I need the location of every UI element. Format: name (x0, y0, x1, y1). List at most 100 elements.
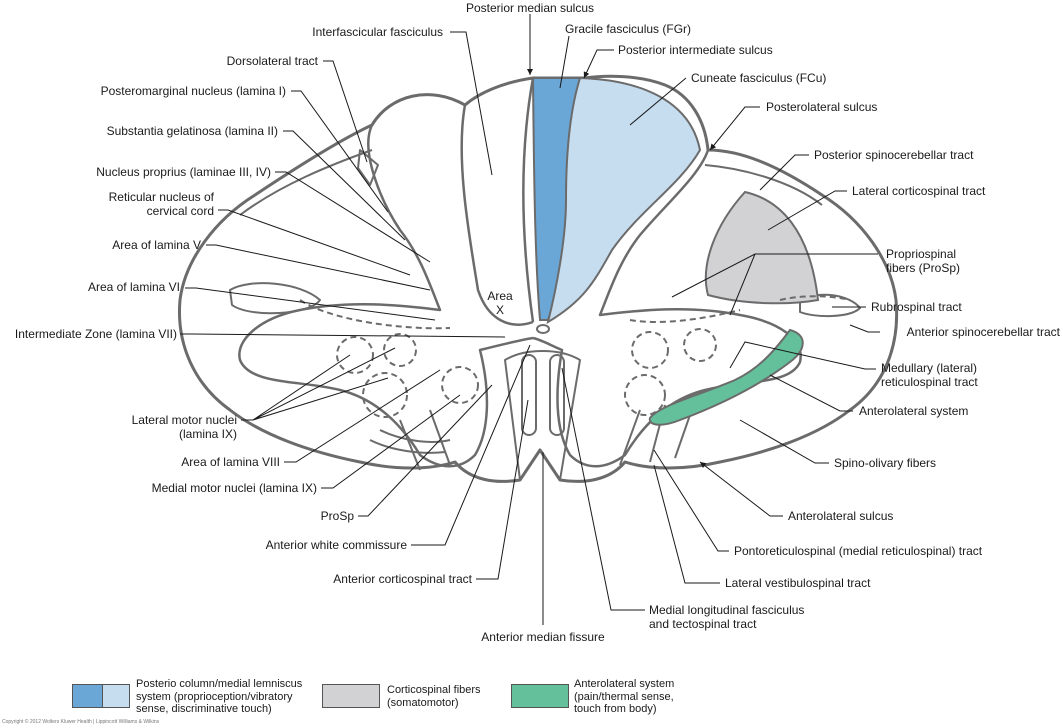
legend-corticospinal-line1: Corticospinal fibers (387, 684, 481, 696)
label-nucleus-proprius: Nucleus proprius (laminae III, IV) (96, 165, 271, 179)
label-lateral-vestibulospinal-tract: Lateral vestibulospinal tract (725, 576, 871, 590)
label-medullary-reticulospinal-line1: Medullary (lateral) (881, 361, 977, 375)
left-dorsolateral-wedge (357, 149, 379, 186)
label-gracile-fasciculus: Gracile fasciculus (FGr) (565, 22, 691, 36)
left-gray-matter (238, 124, 534, 468)
left-dorsal-horn-boundary (460, 104, 534, 326)
leader-posteromarginal (291, 90, 389, 213)
label-lateral-motor-nuclei-line2: (lamina IX) (179, 427, 237, 441)
leader-lateral-corticospinal (767, 190, 847, 231)
label-medial-motor-nuclei: Medial motor nuclei (lamina IX) (152, 481, 317, 495)
anterior-corticospinal-bundle-right (549, 354, 565, 436)
label-anterior-median-fissure: Anterior median fissure (481, 630, 605, 644)
leader-gracile (559, 35, 570, 89)
label-dorsolateral-tract: Dorsolateral tract (227, 54, 319, 68)
label-intermediate-zone: Intermediate Zone (lamina VII) (15, 327, 177, 341)
labels: Posterior median sulcus Interfascicular … (15, 1, 1061, 644)
legend-corticospinal: Corticospinal fibers (somatomotor) (387, 684, 481, 709)
label-propriospinal-line1: Propriospinal (886, 247, 956, 261)
label-anterolateral-system: Anterolateral system (859, 404, 968, 418)
legend-swatch-posterior-column-dark (72, 684, 104, 708)
leader-mlf (561, 367, 645, 611)
leader-interfascicular (450, 31, 493, 176)
leader-anterolateral-sulcus (699, 461, 783, 517)
leader-lines (180, 14, 880, 625)
label-propriospinal-line2: fibers (ProSp) (886, 261, 960, 275)
label-anterolateral-sulcus: Anterolateral sulcus (788, 509, 893, 523)
leader-lateral-vestibulospinal (653, 464, 720, 584)
label-posterolateral-sulcus: Posterolateral sulcus (766, 100, 877, 114)
leader-dorsolateral (323, 60, 368, 163)
leader-medial-motor-nuclei (321, 394, 461, 489)
legend-anterolateral-line1: Anterolateral system (574, 678, 675, 690)
left-lateral-funiculus-line (239, 149, 373, 216)
anterior-corticospinal-bundle-left (521, 354, 537, 436)
label-reticular-nucleus-line1: Reticular nucleus of (109, 190, 215, 204)
label-anterior-corticospinal-tract: Anterior corticospinal tract (333, 572, 472, 586)
label-area-lamina-vi: Area of lamina VI (88, 280, 180, 294)
label-mlf-line2: and tectospinal tract (649, 617, 757, 631)
label-area-lamina-viii: Area of lamina VIII (181, 455, 280, 469)
legend-corticospinal-line2: (somatomotor) (387, 696, 459, 709)
label-rubrospinal-tract: Rubrospinal tract (871, 300, 962, 314)
label-medullary-reticulospinal-line2: reticulospinal tract (881, 375, 978, 389)
posterior-median-septum (522, 77, 535, 323)
leader-nucleus-proprius (275, 171, 431, 263)
central-canal (536, 324, 550, 334)
legend-swatch-posterior-column-light (102, 684, 130, 708)
leader-reticular-nucleus (218, 209, 411, 276)
leader-pontoreticulospinal (653, 449, 729, 552)
label-spino-olivary-fibers: Spino-olivary fibers (834, 456, 936, 470)
label-pontoreticulospinal-tract: Pontoreticulospinal (medial reticulospin… (734, 544, 983, 558)
cord-outline (177, 74, 899, 483)
label-area-lamina-v: Area of lamina V (112, 238, 201, 252)
leader-area-lamina-vi (185, 287, 436, 321)
label-interfascicular-fasciculus: Interfascicular fasciculus (312, 25, 443, 39)
leader-anterior-white-commissure (411, 344, 531, 546)
leader-anterior-corticospinal (476, 399, 529, 580)
anterolateral-system-region (648, 328, 804, 426)
lateral-corticospinal-region (704, 190, 820, 305)
legend-posterior-column-line3: sense, discriminative touch) (136, 703, 272, 715)
label-lateral-motor-nuclei-line1: Lateral motor nuclei (132, 413, 237, 427)
anterior-median-fissure-shape (504, 350, 581, 481)
right-inner-oval (799, 293, 861, 318)
legend-anterolateral-line2: (pain/thermal sense, (574, 690, 674, 703)
left-inner-oval (229, 282, 321, 315)
legend-posterior-column-line1: Posterio column/medial lemniscus (136, 678, 303, 690)
label-prosp: ProSp (321, 509, 355, 523)
legend-anterolateral-line3: touch from body) (574, 703, 657, 715)
leader-area-lamina-viii (284, 369, 441, 463)
label-area-x-line1: Area (487, 289, 513, 303)
leader-anterolateral-system (769, 374, 853, 412)
label-posterior-spinocerebellar-tract: Posterior spinocerebellar tract (814, 148, 974, 162)
legend-posterior-column-line2: system (proprioception/vibratory (136, 690, 293, 703)
label-lateral-corticospinal-tract: Lateral corticospinal tract (852, 184, 986, 198)
legend-anterolateral: Anterolateral system (pain/thermal sense… (574, 678, 674, 716)
left-ventral-roots (369, 409, 451, 471)
leader-posterior-spinocerebellar (759, 154, 809, 191)
label-posterior-median-sulcus: Posterior median sulcus (466, 1, 594, 15)
label-area-x-line2: X (496, 303, 504, 317)
leader-propriospinal (671, 253, 878, 316)
leader-medullary-reticulospinal (729, 341, 876, 370)
label-anterior-white-commissure: Anterior white commissure (266, 538, 408, 552)
leader-cuneate (629, 77, 687, 126)
label-cuneate-fasciculus: Cuneate fasciculus (FCu) (691, 71, 826, 85)
legend-swatch-corticospinal (322, 684, 380, 708)
leader-spino-olivary (739, 419, 829, 464)
label-reticular-nucleus-line2: cervical cord (147, 204, 214, 218)
leader-posterolateral-sulcus (709, 106, 760, 151)
label-substantia-gelatinosa: Substantia gelatinosa (lamina II) (107, 124, 278, 138)
leader-lateral-motor-nuclei (241, 347, 396, 421)
leader-prosp (358, 384, 493, 517)
legend-posterior-column: Posterio column/medial lemniscus system … (136, 678, 302, 716)
right-gray-matter (532, 149, 802, 468)
cuneate-fasciculus-region (546, 76, 702, 325)
leader-posterior-intermediate-sulcus (583, 49, 614, 79)
label-posterior-intermediate-sulcus: Posterior intermediate sulcus (618, 43, 773, 57)
lamina-dashed-boundaries (299, 295, 851, 418)
label-mlf-line1: Medial longitudinal fasciculus (649, 603, 804, 617)
leader-area-lamina-v (206, 244, 431, 291)
